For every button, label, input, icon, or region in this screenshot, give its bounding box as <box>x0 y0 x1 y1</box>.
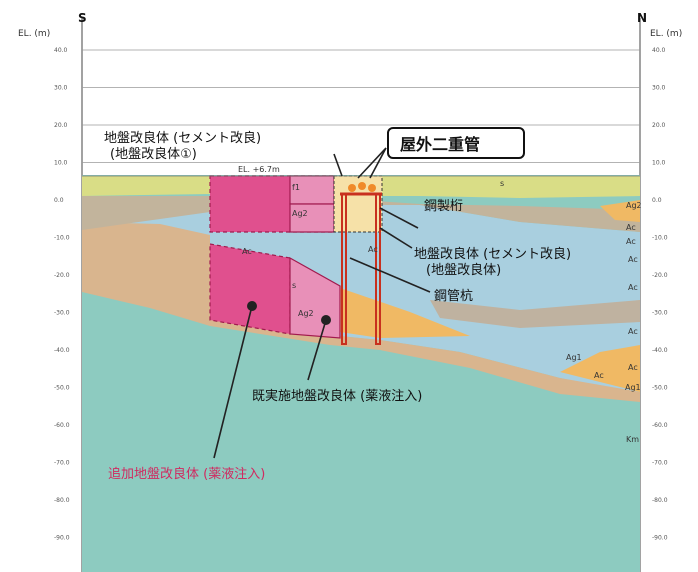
cement-improvement-right-sublabel: (地盤改良体) <box>426 262 501 278</box>
layer-label-ag2-right: Ag2 <box>626 201 642 210</box>
elevation-tick-right: -60.0 <box>652 422 668 429</box>
layer-label-ac-r5: Ac <box>628 327 638 336</box>
outdoor-double-pipe-label: 屋外二重管 <box>400 135 480 154</box>
layer-label-f1: f1 <box>292 183 300 192</box>
elevation-tick-right: 20.0 <box>652 122 666 129</box>
elevation-tick-left: -10.0 <box>54 235 70 242</box>
elevation-tick-right: -40.0 <box>652 347 668 354</box>
additional-chemical-label: 追加地盤改良体 (薬液注入) <box>108 466 265 482</box>
steel-girder-label: 鋼製桁 <box>424 199 463 214</box>
layer-label-s: s <box>292 281 296 290</box>
layer-label-ag2: Ag2 <box>292 209 308 218</box>
cement-improvement-right-label: 地盤改良体 (セメント改良) <box>414 246 571 262</box>
existing-chemical-label: 既実施地盤改良体 (薬液注入) <box>252 388 422 404</box>
layer-label-ag2-lower: Ag2 <box>298 309 314 318</box>
elevation-tick-right: 40.0 <box>652 47 666 54</box>
orange-wedge <box>340 288 470 338</box>
elevation-tick-right: -90.0 <box>652 535 668 542</box>
elevation-tick-right: 30.0 <box>652 85 666 92</box>
axis-label-right: EL. (m) <box>650 29 682 39</box>
layer-label-ac-r4: Ac <box>628 283 638 292</box>
elevation-tick-left: -50.0 <box>54 385 70 392</box>
elevation-tick-left: -20.0 <box>54 272 70 279</box>
layer-label-ag1: Ag1 <box>566 353 582 362</box>
double-pipe-3 <box>368 184 376 192</box>
elevation-tick-left: 10.0 <box>54 160 68 167</box>
orange-lens-upper <box>600 200 640 222</box>
steel-pipe-pile-label: 鋼管杭 <box>434 289 473 304</box>
elevation-tick-left: 20.0 <box>54 122 68 129</box>
axis-label-left: EL. (m) <box>18 29 50 39</box>
cement-improvement-label: 地盤改良体 (セメント改良) <box>104 130 261 146</box>
improvement-blocks <box>209 175 383 345</box>
layer-label-ac-r3: Ac <box>628 255 638 264</box>
direction-south: S <box>78 11 87 25</box>
elevation-tick-right: -10.0 <box>652 235 668 242</box>
elevation-tick-right: 10.0 <box>652 160 666 167</box>
elevation-tick-left: -30.0 <box>54 310 70 317</box>
cement-improvement-sublabel: (地盤改良体①) <box>110 146 197 162</box>
elevation-tick-left: -60.0 <box>54 422 70 429</box>
elevation-tick-right: -50.0 <box>652 385 668 392</box>
layer-label-ac-mid: Ac <box>368 245 378 254</box>
double-pipe-1 <box>348 184 356 192</box>
elevation-tick-left: -40.0 <box>54 347 70 354</box>
layer-label-ac-r1: Ac <box>626 223 636 232</box>
elevation-tick-right: 0.0 <box>652 197 662 204</box>
orange-lens-lower <box>560 345 640 392</box>
sand-layer <box>82 222 640 402</box>
leader-lines <box>213 147 431 459</box>
outdoor-double-pipe-callout <box>387 127 525 159</box>
layer-label-ac: Ac <box>242 247 252 256</box>
elevation-tick-left: 40.0 <box>54 47 68 54</box>
elevation-tick-left: 0.0 <box>54 197 64 204</box>
layer-label-km: Km <box>626 435 639 444</box>
elevation-tick-right: -20.0 <box>652 272 668 279</box>
direction-north: N <box>637 11 647 25</box>
layer-label-ac-low: Ac <box>594 371 604 380</box>
geology-layers <box>82 175 640 572</box>
double-pipe-2 <box>358 182 366 190</box>
chemical-block-additional <box>209 243 291 335</box>
layer-label-ac-r2: Ac <box>626 237 636 246</box>
layer-label-ac-r6: Ac <box>628 363 638 372</box>
elevation-tick-left: -70.0 <box>54 460 70 467</box>
elevation-tick-right: -70.0 <box>652 460 668 467</box>
elevation-tick-left: -90.0 <box>54 535 70 542</box>
elevation-tick-right: -80.0 <box>652 497 668 504</box>
layer-labels: f1 Ag2 Ac s Ag2 s Ag2 Ac Ac Ac Ac Ac Ac … <box>238 165 642 444</box>
elevation-tick-left: -80.0 <box>54 497 70 504</box>
layer-label-s-top: s <box>500 179 504 188</box>
elevation-tick-right: -30.0 <box>652 310 668 317</box>
right-thin-layer <box>430 300 640 328</box>
axis-labels: S N EL. (m) EL. (m) 40.0 30.0 20.0 10.0 0.0 -… <box>18 11 682 542</box>
elevation-tick-left: 30.0 <box>54 85 68 92</box>
ground-elevation: EL. +6.7m <box>238 165 280 174</box>
cement-block-inner-ag2 <box>289 203 335 233</box>
layer-label-ag1-r: Ag1 <box>625 383 641 392</box>
